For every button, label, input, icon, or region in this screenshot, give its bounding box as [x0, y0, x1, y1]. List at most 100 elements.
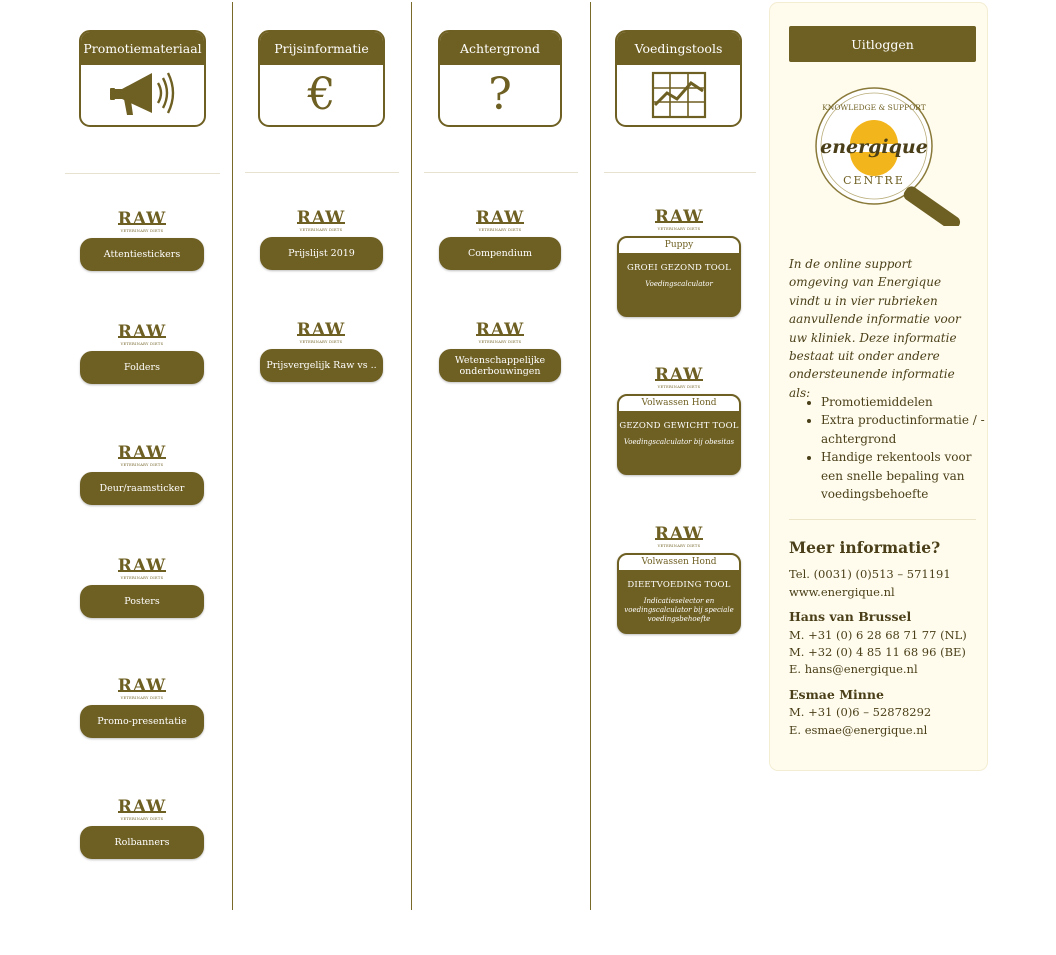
logo-brand: energique	[820, 136, 928, 158]
contact-name: Hans van Brussel	[789, 609, 912, 624]
tool-subtitle: Voedingscalculator	[645, 280, 713, 288]
tool-audience: Volwassen Hond	[619, 396, 739, 411]
raw-logo-word: RAW	[117, 676, 167, 696]
contact-email[interactable]: E. esmae@energique.nl	[789, 723, 928, 737]
raw-logo-word: RAW	[117, 556, 167, 576]
logo-bottom-text: CENTRE	[843, 174, 905, 187]
raw-logo-word: RAW	[296, 320, 346, 340]
category-voedingstools[interactable]: Voedingstools	[615, 30, 742, 127]
section-separator	[424, 172, 578, 173]
resource-button[interactable]: Promo-presentatie	[80, 705, 204, 738]
contact-phone: M. +31 (0) 6 28 68 71 77 (NL)	[789, 628, 967, 642]
tool-title: DIEETVOEDING TOOL	[627, 580, 731, 590]
tool-audience: Volwassen Hond	[619, 555, 739, 570]
list-item: Handige rekentools voor een snelle bepal…	[821, 448, 996, 503]
raw-logo-sub: VETERINARY DIETS	[657, 227, 701, 231]
logo-top-text: KNOWLEDGE & SUPPORT	[822, 103, 926, 112]
resource-button[interactable]: Rolbanners	[80, 826, 204, 859]
raw-logo-sub: VETERINARY DIETS	[120, 342, 164, 346]
megaphone-icon	[109, 72, 174, 115]
phone-text: Tel. (0031) (0)513 – 571191	[789, 567, 951, 581]
resource-button[interactable]: Prijslijst 2019	[260, 237, 383, 270]
tool-audience: Puppy	[619, 238, 739, 253]
resource-button[interactable]: Attentiestickers	[80, 238, 204, 271]
raw-logo-sub: VETERINARY DIETS	[120, 817, 164, 821]
list-item: Extra productinformatie / -achtergrond	[821, 411, 996, 448]
tool-title: GROEI GEZOND TOOL	[627, 263, 731, 273]
contact-phone: M. +32 (0) 4 85 11 68 96 (BE)	[789, 645, 966, 659]
raw-logo-sub: VETERINARY DIETS	[120, 463, 164, 467]
category-title: Voedingstools	[617, 32, 740, 65]
raw-logo-word: RAW	[117, 209, 167, 229]
raw-logo-sub: VETERINARY DIETS	[657, 385, 701, 389]
contact-email[interactable]: E. hans@energique.nl	[789, 662, 918, 676]
contact-name: Esmae Minne	[789, 687, 884, 702]
category-achtergrond[interactable]: Achtergrond ?	[438, 30, 562, 127]
raw-logo-word: RAW	[117, 322, 167, 342]
website-link[interactable]: www.energique.nl	[789, 585, 895, 599]
category-prijsinformatie[interactable]: Prijsinformatie €	[258, 30, 385, 127]
raw-logo-sub: VETERINARY DIETS	[657, 544, 701, 548]
intro-text: In de online support omgeving van Energi…	[789, 257, 961, 400]
raw-logo-sub: VETERINARY DIETS	[120, 576, 164, 580]
raw-logo-sub: VETERINARY DIETS	[478, 228, 522, 232]
raw-logo-sub: VETERINARY DIETS	[120, 696, 164, 700]
contact-phone: M. +31 (0)6 – 52878292	[789, 705, 932, 719]
tool-subtitle: Indicatieselector en voedingscalculator …	[624, 597, 734, 623]
category-promotiemateriaal[interactable]: Promotiemateriaal	[79, 30, 206, 127]
raw-logo-sub: VETERINARY DIETS	[478, 340, 522, 344]
column-divider	[232, 2, 233, 910]
list-item: Promotiemiddelen	[821, 393, 996, 411]
raw-logo-word: RAW	[654, 524, 704, 544]
chart-icon	[651, 71, 706, 119]
category-title: Achtergrond	[440, 32, 560, 65]
resource-button[interactable]: Deur/raamsticker	[80, 472, 204, 505]
resource-button[interactable]: Folders	[80, 351, 204, 384]
logout-button[interactable]: Uitloggen	[789, 26, 976, 62]
column-divider	[411, 2, 412, 910]
section-separator	[604, 172, 756, 173]
raw-logo-word: RAW	[117, 797, 167, 817]
resource-button[interactable]: Wetenschappelijke onderbouwingen	[439, 349, 561, 382]
question-icon: ?	[488, 69, 512, 120]
raw-logo-sub: VETERINARY DIETS	[299, 228, 343, 232]
raw-logo-sub: VETERINARY DIETS	[120, 229, 164, 233]
divider	[789, 519, 976, 520]
energique-logo: energique KNOWLEDGE & SUPPORT CENTRE	[815, 87, 961, 226]
raw-logo-word: RAW	[475, 320, 525, 340]
category-title: Promotiemateriaal	[81, 32, 204, 65]
tool-title: GEZOND GEWICHT TOOL	[619, 421, 739, 431]
resource-button[interactable]: Posters	[80, 585, 204, 618]
raw-logo-word: RAW	[296, 208, 346, 228]
raw-logo-word: RAW	[475, 208, 525, 228]
feature-list: Promotiemiddelen Extra productinformatie…	[803, 393, 996, 503]
more-info-heading: Meer informatie?	[789, 538, 941, 557]
tool-subtitle: Voedingscalculator bij obesitas	[623, 438, 735, 446]
euro-icon: €	[307, 69, 336, 120]
column-divider	[590, 2, 591, 910]
section-separator	[65, 173, 220, 174]
resource-button[interactable]: Prijsvergelijk Raw vs ..	[260, 349, 383, 382]
raw-logo-sub: VETERINARY DIETS	[299, 340, 343, 344]
raw-logo-word: RAW	[654, 207, 704, 227]
raw-logo-word: RAW	[117, 443, 167, 463]
resource-button[interactable]: Compendium	[439, 237, 561, 270]
raw-logo-word: RAW	[654, 365, 704, 385]
category-title: Prijsinformatie	[260, 32, 383, 65]
